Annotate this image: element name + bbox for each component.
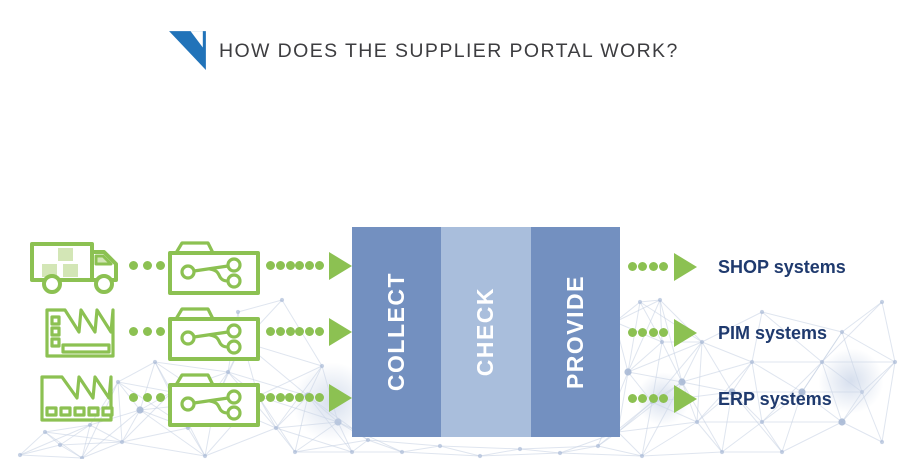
dotted-connector bbox=[129, 393, 165, 402]
dotted-connector bbox=[266, 261, 324, 270]
stage-provide-label: PROVIDE bbox=[561, 274, 588, 390]
arrow-right-icon bbox=[329, 318, 352, 346]
dotted-connector bbox=[628, 328, 668, 337]
blue-folded-triangles-logo-icon bbox=[169, 31, 206, 70]
output-pim-systems: PIM systems bbox=[718, 323, 828, 343]
folder-data-branch-icon bbox=[168, 373, 260, 427]
stage-provide: PROVIDE bbox=[530, 227, 620, 437]
delivery-truck-icon bbox=[30, 242, 118, 294]
stage-collect-label: COLLECT bbox=[383, 272, 410, 392]
factory-boxes-icon bbox=[40, 375, 114, 422]
pipeline-box: COLLECT CHECK PROVIDE bbox=[352, 227, 620, 437]
arrow-right-icon bbox=[674, 385, 697, 413]
factory-windows-icon bbox=[45, 308, 115, 358]
stage-check: CHECK bbox=[441, 227, 531, 437]
stage-check-label: CHECK bbox=[472, 287, 499, 377]
dotted-connector bbox=[129, 327, 165, 336]
dotted-connector bbox=[256, 393, 324, 402]
arrow-right-icon bbox=[674, 253, 697, 281]
output-shop-systems: SHOP systems bbox=[718, 257, 846, 277]
page-title: HOW DOES THE SUPPLIER PORTAL WORK? bbox=[219, 40, 679, 62]
arrow-right-icon bbox=[674, 319, 697, 347]
dotted-connector bbox=[129, 261, 165, 270]
dotted-connector bbox=[266, 327, 324, 336]
folder-data-branch-icon bbox=[168, 307, 260, 361]
folder-data-branch-icon bbox=[168, 241, 260, 295]
dotted-connector bbox=[628, 394, 668, 403]
glow-spot bbox=[818, 348, 884, 414]
stage-collect: COLLECT bbox=[352, 227, 442, 437]
arrow-right-icon bbox=[329, 252, 352, 280]
arrow-right-icon bbox=[329, 384, 352, 412]
dotted-connector bbox=[628, 262, 668, 271]
output-erp-systems: ERP systems bbox=[718, 389, 832, 409]
